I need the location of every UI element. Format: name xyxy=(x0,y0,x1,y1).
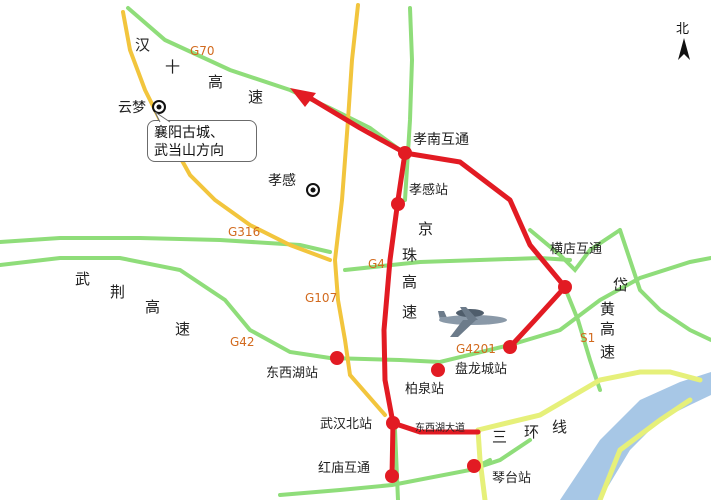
route-hanshi-segment xyxy=(302,92,408,156)
place-baiquan-station: 柏泉站 xyxy=(405,382,445,397)
station-dot-wuhan-north xyxy=(386,416,400,430)
place-xiaonan-interchange: 孝南互通 xyxy=(413,132,469,148)
road-label-daihuang-1: 岱 xyxy=(613,276,629,294)
callout-line-1: 襄阳古城、 xyxy=(154,125,224,141)
road-jingzhu-green xyxy=(403,6,415,202)
place-qintai-station: 琴台站 xyxy=(492,471,532,486)
road-label-wujing-1: 武 xyxy=(75,270,91,288)
road-g107 xyxy=(332,3,387,417)
road-third-ring-south xyxy=(475,427,488,500)
road-label-jingzhu-3: 高 xyxy=(402,273,418,291)
road-hanshi-yellow xyxy=(121,10,332,262)
station-dot-xiaogan xyxy=(391,197,405,211)
road-label-hanshi-2: 十 xyxy=(165,58,181,76)
route-g4201 xyxy=(507,284,568,350)
city-marker-yunmeng xyxy=(152,100,166,114)
station-dot-hongmiao xyxy=(385,469,399,483)
callout-pointer xyxy=(154,112,171,123)
station-dot-panlongcheng-g4201 xyxy=(503,340,517,354)
road-wujing-g42 xyxy=(0,256,332,360)
road-g42 xyxy=(328,343,512,365)
road-label-jingzhu-2: 珠 xyxy=(402,246,418,264)
road-label-hanshi-4: 速 xyxy=(248,88,264,106)
destination-callout: 襄阳古城、 武当山方向 xyxy=(147,120,257,162)
road-green-south xyxy=(393,428,400,500)
callout-line-2: 武当山方向 xyxy=(154,143,224,159)
code-g316: G316 xyxy=(228,225,261,239)
road-label-dongxihu-avenue: 东西湖大道 xyxy=(415,423,465,434)
place-hengdian-interchange: 横店互通 xyxy=(550,242,603,257)
road-label-sanhuan-1: 三 xyxy=(492,428,508,446)
road-label-daihuang-2: 黄 xyxy=(600,300,616,318)
road-green-bottom xyxy=(278,458,492,497)
north-arrow-icon xyxy=(678,38,690,60)
code-g42: G42 xyxy=(230,335,255,349)
route-jingzhu xyxy=(381,150,408,426)
road-label-hanshi-1: 汉 xyxy=(135,36,151,54)
road-label-sanhuan-2: 环 xyxy=(524,423,540,441)
code-s1: S1 xyxy=(580,331,596,345)
route-south xyxy=(389,420,396,479)
road-label-daihuang-3: 高 xyxy=(600,320,616,338)
road-label-wujing-2: 荆 xyxy=(110,283,126,301)
code-g107: G107 xyxy=(305,291,338,305)
place-wuhan-north-station: 武汉北站 xyxy=(320,417,373,432)
route-loop-east xyxy=(402,150,568,290)
road-label-jingzhu-4: 速 xyxy=(402,303,418,321)
road-label-jingzhu-1: 京 xyxy=(418,220,434,238)
place-dongxihu-station: 东西湖站 xyxy=(266,366,319,381)
road-green-ne xyxy=(528,228,622,274)
station-dot-xiaonan xyxy=(398,146,412,160)
road-label-daihuang-4: 速 xyxy=(600,343,616,361)
north-label: 北 xyxy=(676,22,690,37)
direction-arrow-icon xyxy=(290,88,316,107)
road-g4201 xyxy=(508,256,711,347)
station-dot-hengdian xyxy=(558,280,572,294)
road-green-right xyxy=(618,228,711,342)
place-xiaogan: 孝感 xyxy=(268,173,296,189)
station-dot-qintai xyxy=(467,459,481,473)
road-label-sanhuan-3: 线 xyxy=(552,418,568,436)
route-dongxihu-ave xyxy=(390,420,481,435)
place-panlongcheng-station: 盘龙城站 xyxy=(455,362,508,377)
road-g70-hanshi xyxy=(126,6,402,152)
road-third-ring xyxy=(475,369,703,433)
north-indicator: 北 xyxy=(672,18,696,64)
city-marker-xiaogan xyxy=(306,183,320,197)
road-label-wujing-3: 高 xyxy=(145,298,161,316)
code-g4: G4 xyxy=(368,257,385,271)
place-yunmeng: 云梦 xyxy=(118,100,146,116)
road-third-ring-east xyxy=(597,397,693,500)
place-hongmiao-interchange: 红庙互通 xyxy=(318,461,371,476)
road-label-hanshi-3: 高 xyxy=(208,73,224,91)
code-g70: G70 xyxy=(190,44,215,58)
road-green-top xyxy=(0,236,332,254)
station-dot-dongxihu xyxy=(330,351,344,365)
code-g4201: G4201 xyxy=(456,342,496,356)
road-label-wujing-4: 速 xyxy=(175,320,191,338)
airplane-icon xyxy=(438,307,507,337)
road-s1 xyxy=(563,286,602,392)
place-xiaogan-station: 孝感站 xyxy=(409,183,449,198)
station-dot-panlongcheng xyxy=(431,363,445,377)
road-green-east xyxy=(343,255,572,272)
